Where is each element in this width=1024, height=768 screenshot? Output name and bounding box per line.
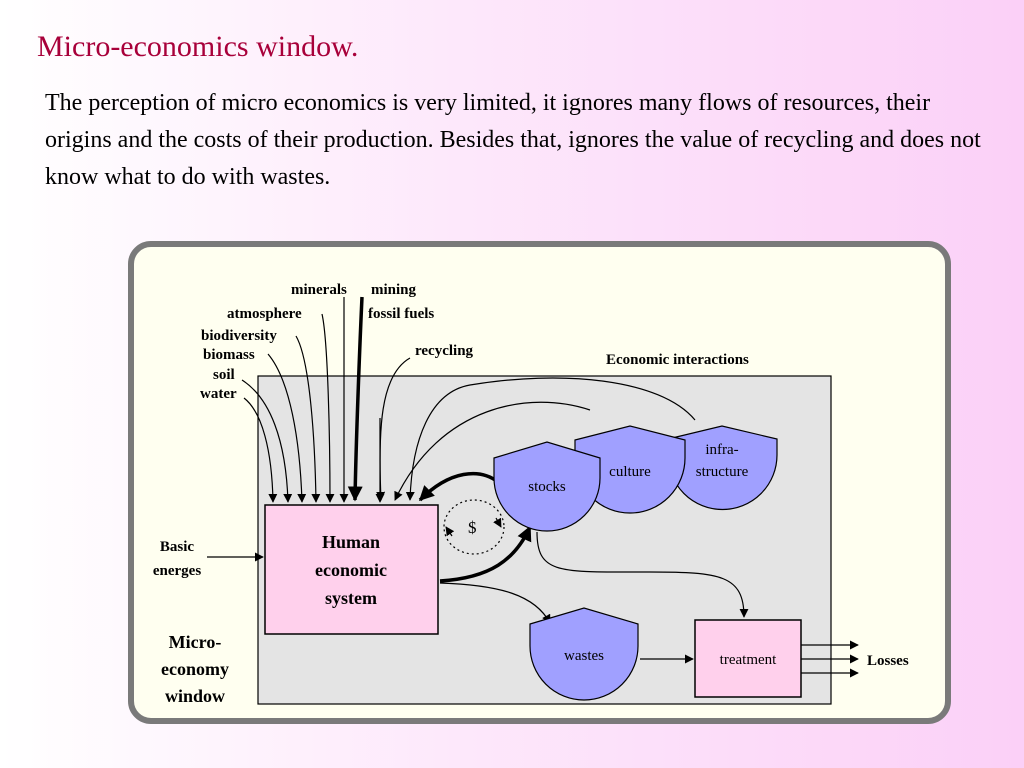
slide-body-text: The perception of micro economics is ver… [45, 90, 981, 190]
money-cycle-arrow-right [493, 517, 502, 528]
arrow-water [243, 397, 278, 503]
arrow-fossil-fuels [347, 296, 364, 502]
human-economic-system-box [264, 504, 439, 635]
arrow-human-to-wastes [439, 582, 551, 624]
label-water: water [200, 386, 237, 402]
label-fossil-fuels: fossil fuels [368, 306, 434, 322]
economic-interactions-label: Economic interactions [606, 352, 749, 368]
window-label-line-3: window [165, 686, 225, 706]
infrastructure-label-1: infra- [705, 442, 738, 458]
arrow-recycling [376, 357, 411, 501]
stocks-label: stocks [528, 479, 566, 495]
money-cycle-arrow-left [445, 526, 455, 537]
basic-energies-line-2: energes [153, 563, 201, 579]
infrastructure-label-2: structure [696, 464, 749, 480]
label-mining: mining [371, 282, 417, 298]
basic-energies-line-1: Basic [160, 539, 195, 555]
wastes-node [529, 607, 639, 701]
arrow-infrastructure-feedback [405, 377, 696, 501]
culture-label: culture [609, 464, 651, 480]
label-minerals: minerals [291, 282, 347, 298]
treatment-label: treatment [720, 652, 777, 668]
wastes-label: wastes [564, 648, 604, 664]
human-system-line-2: economic [315, 560, 387, 580]
label-recycling: recycling [415, 343, 474, 359]
label-atmosphere: atmosphere [227, 306, 302, 322]
window-label-line-2: economy [161, 659, 229, 679]
human-system-line-1: Human [322, 532, 380, 552]
label-soil: soil [213, 367, 235, 383]
money-symbol: $ [468, 518, 477, 537]
arrow-atmosphere [321, 313, 335, 503]
arrow-human-to-stocks [439, 525, 532, 583]
human-system-line-3: system [325, 588, 377, 608]
arrow-biomass [267, 353, 307, 503]
slide-title: Micro-economics window. [37, 30, 359, 63]
label-biodiversity: biodiversity [201, 328, 277, 344]
treatment-box [694, 619, 802, 698]
arrow-culture-feedback [394, 401, 591, 501]
arrow-stocks-to-treatment [536, 531, 749, 618]
arrow-stocks-to-human [418, 471, 500, 502]
stocks-node [493, 441, 601, 532]
arrow-soil [241, 379, 293, 503]
money-cycle [443, 499, 505, 555]
label-biomass: biomass [203, 347, 255, 363]
window-label-line-1: Micro- [169, 632, 222, 652]
arrow-biodiversity [295, 335, 321, 503]
losses-label: Losses [867, 653, 909, 669]
